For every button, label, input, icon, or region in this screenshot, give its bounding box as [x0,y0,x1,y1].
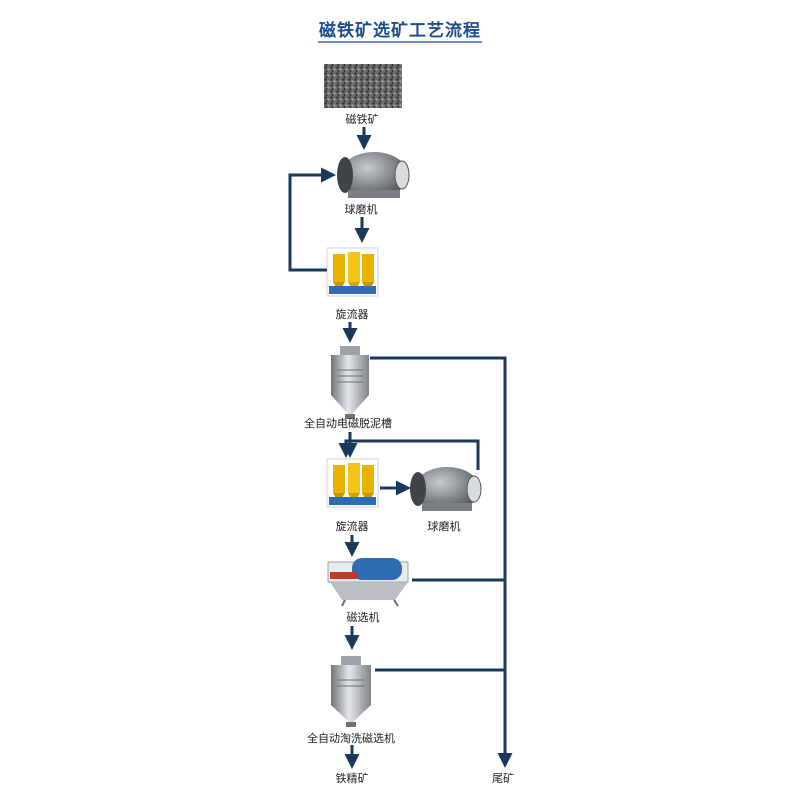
arrow-tailings-main [370,356,513,768]
elutriation-separator-image [331,656,371,727]
label-ore: 磁铁矿 [345,113,379,126]
label-magnetic-separator: 磁选机 [346,611,380,624]
ball-mill-image [337,152,410,198]
diagram-title: 磁铁矿选矿工艺流程 [319,21,481,41]
flow-lines [288,127,513,769]
ball-mill-image [410,467,482,511]
label-concentrate: 铁精矿 [335,772,369,785]
label-elutriation-separator: 全自动淘洗磁选机 [307,732,395,745]
label-cyclone-1: 旋流器 [335,308,369,321]
label-tailings: 尾矿 [492,772,514,785]
label-desliming-tank: 全自动电磁脱泥槽 [304,417,392,430]
hydrocyclone-image [326,247,379,297]
hydrocyclone-image [326,458,379,508]
desliming-tank-image [331,346,369,419]
arrow-mill-2-return-loop [338,439,480,470]
label-ball-mill-1: 球磨机 [344,203,378,216]
label-cyclone-2: 旋流器 [335,520,369,533]
drum-magnetic-separator-image [327,558,409,607]
title-underline [318,41,482,43]
label-ball-mill-2: 球磨机 [427,520,461,533]
arrow-cyclone-return-loop [288,167,336,272]
ore-image [324,64,402,108]
